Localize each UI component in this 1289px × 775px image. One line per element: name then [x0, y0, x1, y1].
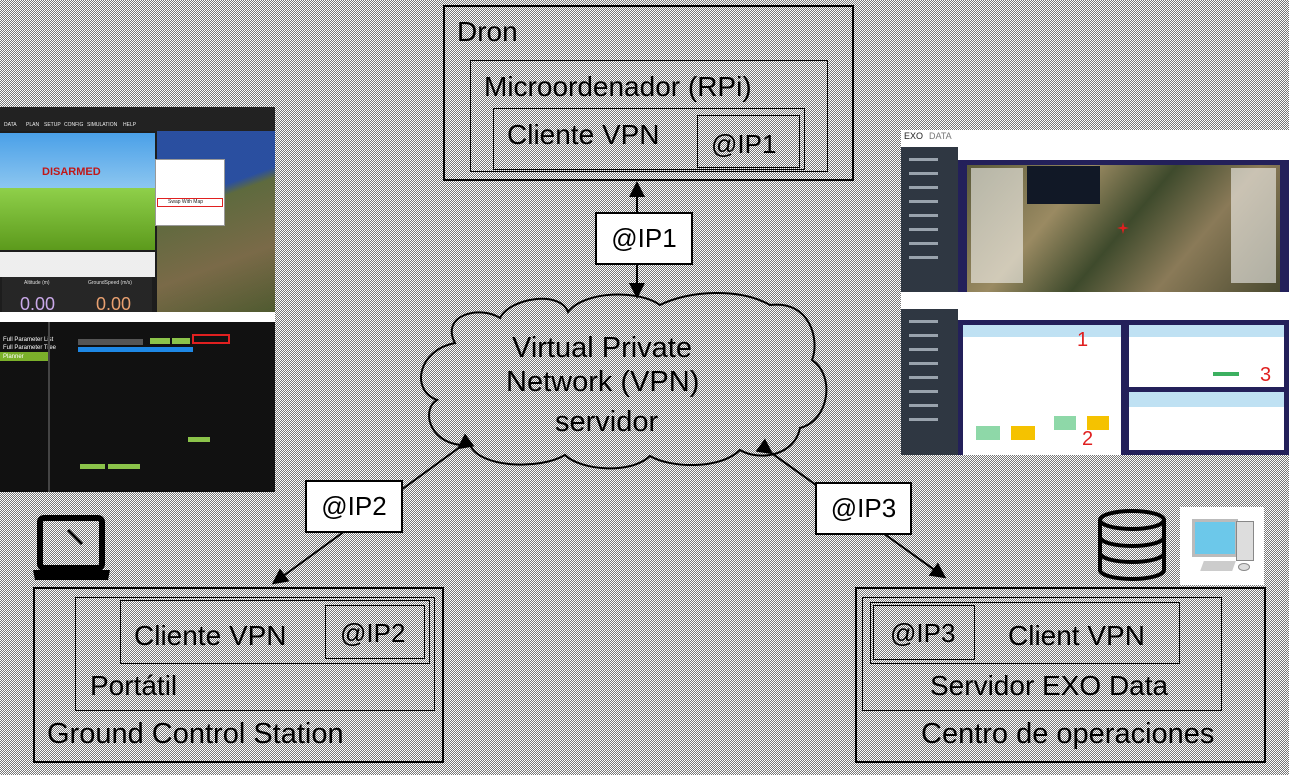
database-icon	[1098, 509, 1166, 581]
mission-planner-flight-data-screenshot: DATA PLAN SETUP CONFIG SIMULATION HELP D…	[0, 107, 275, 312]
altitude-value: 0.00	[20, 294, 56, 312]
sidebar-item-planner[interactable]: Planner	[3, 354, 24, 360]
armed-status: DISARMED	[42, 166, 101, 178]
main-toolbar: DATA PLAN SETUP CONFIG SIMULATION HELP	[0, 107, 275, 131]
gcs-ip-box	[325, 605, 425, 659]
altitude-label: Altitude (m)	[24, 280, 50, 286]
tab-help[interactable]: HELP	[123, 122, 137, 128]
groundspeed-label: GroundSpeed (m/s)	[88, 280, 132, 286]
layout-highlight	[192, 334, 230, 344]
menu-item-swap-with-map-label: Swap With Map	[168, 199, 204, 205]
marker-3: 3	[1260, 364, 1272, 386]
drone-ip-label: @IP1	[711, 129, 777, 159]
sidebar-item-full-parameter-tree[interactable]: Full Parameter Tree	[3, 345, 57, 351]
vpn-server-line2: Network (VPN)	[506, 366, 700, 398]
exo-data-map-screenshot: EXO DATA	[901, 130, 1289, 296]
tab-simulation[interactable]: SIMULATION	[87, 122, 118, 128]
marker-2: 2	[1082, 428, 1094, 450]
ops-ip-label: @IP3	[890, 618, 956, 648]
link-label-ip2: @IP2	[305, 480, 403, 533]
laptop-label: Portátil	[90, 670, 178, 701]
ops-ip-box	[873, 605, 975, 660]
drone-vpn-client-box	[493, 108, 805, 170]
ops-box	[855, 587, 1266, 763]
ops-vpn-client-box	[870, 602, 1180, 664]
server-label: Servidor EXO Data	[930, 670, 1169, 701]
mission-planner-config-screenshot: Full Parameter List Full Parameter Tree …	[0, 312, 275, 492]
microcomputer-box	[470, 60, 828, 172]
link-label-ip1: @IP1	[595, 212, 693, 265]
tab-config[interactable]: CONFIG	[64, 122, 84, 128]
marker-1: 1	[1077, 329, 1089, 351]
gcs-vpn-client-label: Cliente VPN	[134, 620, 287, 651]
exo-brand: EXO	[904, 131, 924, 141]
drone-title: Dron	[457, 16, 518, 47]
vpn-server-line1: Virtual Private	[512, 332, 692, 364]
drone-vpn-client-label: Cliente VPN	[507, 119, 660, 150]
gcs-vpn-client-box	[120, 600, 430, 664]
sidebar-item-full-parameter-list[interactable]: Full Parameter List	[3, 337, 54, 343]
tab-setup[interactable]: SETUP	[44, 122, 61, 128]
drone-ip-box	[697, 115, 800, 168]
ops-vpn-client-label: Client VPN	[1008, 620, 1145, 651]
gcs-ip-label: @IP2	[340, 618, 406, 648]
vpn-server-line3: servidor	[555, 406, 659, 438]
ops-title: Centro de operaciones	[921, 718, 1215, 750]
exo-data-dashboard-screenshot: 1 2 3	[901, 292, 1289, 455]
drone-box	[443, 5, 854, 181]
menu-item-swap-with-map[interactable]: Swap With Map	[157, 198, 223, 207]
groundspeed-value: 0.00	[96, 294, 132, 312]
microcomputer-label: Microordenador (RPi)	[484, 71, 752, 102]
server-box	[862, 597, 1222, 711]
gcs-title: Ground Control Station	[47, 718, 344, 750]
laptop-box	[75, 597, 435, 711]
laptop-icon	[33, 515, 110, 580]
video-context-menu: Swap With Map	[155, 159, 225, 226]
desktop-computer-icon	[1180, 507, 1264, 585]
gcs-box	[33, 587, 444, 763]
exo-brand-data: DATA	[929, 131, 952, 141]
tab-data[interactable]: DATA	[4, 122, 17, 128]
tab-plan[interactable]: PLAN	[26, 122, 40, 128]
link-label-ip3: @IP3	[815, 482, 912, 535]
